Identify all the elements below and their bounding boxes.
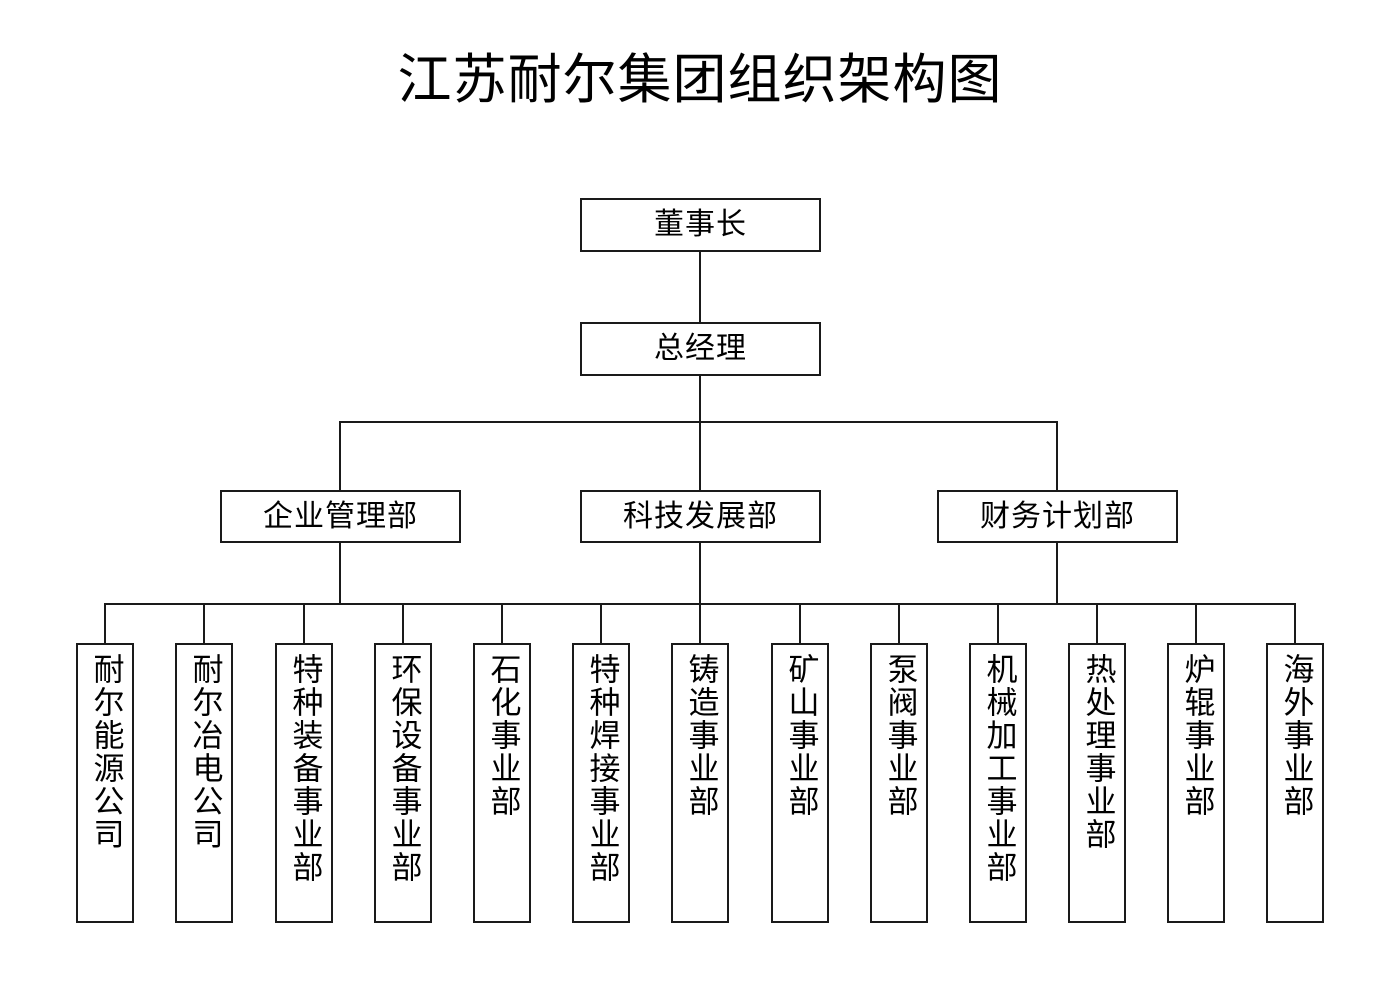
connector-department-bus [339, 421, 1058, 423]
connector-unit-bus-to-unit-3 [303, 603, 305, 644]
node-unit-label: 海外事业部 [1277, 653, 1314, 818]
node-unit-overseas-division[interactable]: 海外事业部 [1266, 643, 1324, 923]
node-unit-casting-division[interactable]: 铸造事业部 [671, 643, 729, 923]
connector-dept-3-to-unit-bus [1056, 543, 1058, 604]
connector-unit-bus-to-unit-1 [104, 603, 106, 644]
node-unit-label: 铸造事业部 [682, 653, 719, 818]
connector-unit-bus-to-unit-10 [997, 603, 999, 644]
node-unit-mining-division[interactable]: 矿山事业部 [771, 643, 829, 923]
node-unit-heat-treatment-division[interactable]: 热处理事业部 [1068, 643, 1126, 923]
node-chairman-label: 董事长 [654, 207, 747, 242]
node-unit-label: 热处理事业部 [1079, 653, 1116, 851]
connector-unit-bus-to-unit-5 [501, 603, 503, 644]
node-unit-label: 石化事业部 [484, 653, 521, 818]
connector-unit-bus-to-unit-8 [799, 603, 801, 644]
connector-unit-bus-to-unit-12 [1195, 603, 1197, 644]
node-unit-label: 泵阀事业部 [881, 653, 918, 818]
page-title: 江苏耐尔集团组织架构图 [397, 48, 1003, 111]
node-unit-label: 矿山事业部 [782, 653, 819, 818]
node-unit-environmental-equipment-division[interactable]: 环保设备事业部 [374, 643, 432, 923]
node-department-label: 企业管理部 [263, 498, 418, 534]
node-general-manager-label: 总经理 [654, 331, 747, 366]
connector-dept-2-to-unit-bus [699, 543, 701, 604]
connector-bus-to-dept-1 [339, 421, 341, 491]
connector-unit-bus-to-unit-2 [203, 603, 205, 644]
connector-gm-drop [699, 375, 701, 422]
node-unit-special-welding-division[interactable]: 特种焊接事业部 [572, 643, 630, 923]
node-unit-label: 炉辊事业部 [1178, 653, 1215, 818]
connector-unit-bus-to-unit-9 [898, 603, 900, 644]
node-unit-label: 耐尔能源公司 [87, 653, 124, 851]
connector-unit-bus-to-unit-7 [699, 603, 701, 644]
node-department-finance-planning[interactable]: 财务计划部 [937, 490, 1178, 543]
node-unit-label: 耐尔冶电公司 [186, 653, 223, 851]
node-unit-naier-metallurgy-power-company[interactable]: 耐尔冶电公司 [175, 643, 233, 923]
node-unit-furnace-roller-division[interactable]: 炉辊事业部 [1167, 643, 1225, 923]
node-chairman[interactable]: 董事长 [580, 198, 821, 252]
connector-chairman-to-gm [699, 252, 701, 323]
node-department-enterprise-management[interactable]: 企业管理部 [220, 490, 461, 543]
connector-dept-1-to-unit-bus [339, 543, 341, 604]
connector-bus-to-dept-2 [699, 421, 701, 491]
node-unit-special-equipment-division[interactable]: 特种装备事业部 [275, 643, 333, 923]
node-unit-label: 环保设备事业部 [385, 653, 422, 884]
connector-unit-bus-to-unit-13 [1294, 603, 1296, 644]
node-unit-naier-energy-company[interactable]: 耐尔能源公司 [76, 643, 134, 923]
node-general-manager[interactable]: 总经理 [580, 322, 821, 376]
connector-unit-bus-to-unit-4 [402, 603, 404, 644]
node-unit-petrochemical-division[interactable]: 石化事业部 [473, 643, 531, 923]
node-unit-machining-division[interactable]: 机械加工事业部 [969, 643, 1027, 923]
node-unit-label: 特种焊接事业部 [583, 653, 620, 884]
node-unit-label: 特种装备事业部 [286, 653, 323, 884]
node-department-label: 财务计划部 [980, 498, 1135, 534]
node-department-technology-development[interactable]: 科技发展部 [580, 490, 821, 543]
node-department-label: 科技发展部 [623, 498, 778, 534]
connector-bus-to-dept-3 [1056, 421, 1058, 491]
node-unit-label: 机械加工事业部 [980, 653, 1017, 884]
connector-unit-bus-to-unit-6 [600, 603, 602, 644]
connector-unit-bus-to-unit-11 [1096, 603, 1098, 644]
node-unit-pump-valve-division[interactable]: 泵阀事业部 [870, 643, 928, 923]
